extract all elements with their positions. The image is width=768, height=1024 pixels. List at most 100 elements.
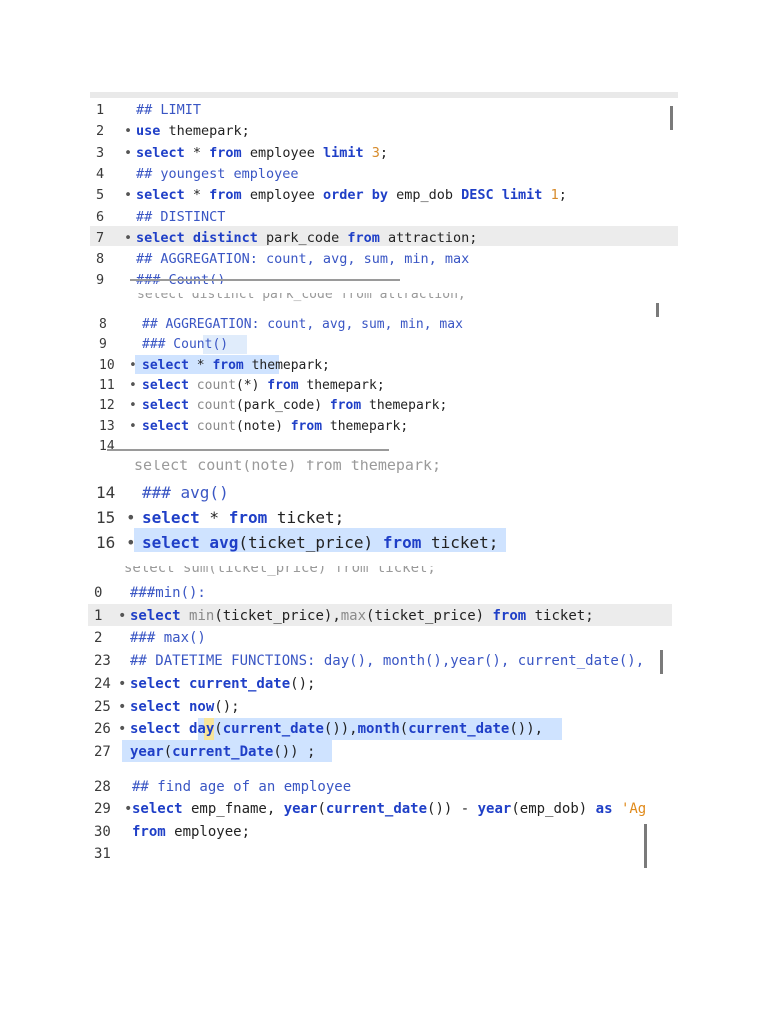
- code-line[interactable]: 1 ## LIMIT: [90, 100, 678, 121]
- code-token: (ticket_price): [366, 607, 493, 624]
- code-line[interactable]: 0###min():: [88, 582, 672, 605]
- code-token: limit: [322, 144, 364, 161]
- code-token: ## AGGREGATION: count, avg, sum, min, ma…: [136, 251, 470, 268]
- code-token: as: [595, 801, 613, 818]
- line-number: 13: [99, 418, 115, 434]
- code-line[interactable]: 28## find age of an employee: [88, 776, 652, 798]
- statement-marker: •: [124, 123, 133, 140]
- code-token: [542, 187, 550, 203]
- line-number: 31: [94, 845, 111, 862]
- code-lines-panel-2[interactable]: 8## AGGREGATION: count, avg, sum, min, m…: [93, 293, 665, 453]
- code-line[interactable]: 14### avg(): [90, 480, 510, 505]
- code-line[interactable]: 4## youngest employee: [90, 164, 678, 185]
- statement-marker: •: [118, 607, 127, 624]
- code-token: attraction;: [379, 229, 478, 246]
- code-token: select avg: [142, 533, 239, 552]
- code-line[interactable]: 12•select count(park_code) from themepar…: [93, 396, 665, 416]
- code-token: ()),: [323, 721, 358, 738]
- code-token: current_Date: [172, 743, 274, 760]
- code-line[interactable]: 15•select * from ticket;: [90, 505, 510, 530]
- line-number: 9: [96, 272, 105, 284]
- code-token: from: [382, 533, 422, 552]
- code-line[interactable]: 5•select * from employee order by emp_do…: [90, 185, 678, 206]
- code-token: employee;: [165, 823, 251, 840]
- code-token: ## DATETIME FUNCTIONS: day(), month(),ye…: [130, 653, 645, 670]
- code-line[interactable]: 9### Count(): [93, 335, 665, 355]
- code-line[interactable]: 1•select min(ticket_price),max(ticket_pr…: [88, 605, 672, 628]
- editor-panel-4[interactable]: select sum(ticket_price) from ticket; 0#…: [88, 566, 672, 770]
- code-token: themepark;: [243, 357, 330, 373]
- code-token: employee: [241, 187, 323, 204]
- code-line[interactable]: 6## DISTINCT: [90, 207, 678, 228]
- code-token: park_code: [257, 229, 348, 246]
- code-token: [364, 145, 372, 161]
- code-token: themepark;: [298, 377, 385, 393]
- code-token: ()) -: [427, 801, 478, 818]
- code-token: ;: [558, 187, 567, 204]
- code-token: from: [209, 187, 242, 204]
- scrollbar-horizontal[interactable]: [130, 279, 400, 281]
- code-lines-panel-4[interactable]: 0###min():1•select min(ticket_price),max…: [88, 566, 672, 770]
- code-token: from: [290, 418, 323, 434]
- line-number: 26: [94, 721, 111, 738]
- code-token: themepark;: [322, 418, 409, 434]
- code-line[interactable]: 7•select distinct park_code from attract…: [90, 228, 678, 249]
- line-number: 16: [96, 533, 116, 552]
- code-token: [189, 398, 197, 413]
- code-line[interactable]: 16•select avg(ticket_price) from ticket;: [90, 530, 510, 555]
- code-line[interactable]: 11•select count(*) from themepark;: [93, 376, 665, 396]
- code-lines-panel-3[interactable]: 14### avg()15•select * from ticket;16•se…: [90, 460, 510, 560]
- code-token: (note): [235, 418, 291, 434]
- code-token: ticket;: [421, 533, 499, 552]
- line-number: 1: [96, 102, 105, 118]
- code-line[interactable]: 8## AGGREGATION: count, avg, sum, min, m…: [93, 315, 665, 335]
- code-token: ## LIMIT: [136, 102, 202, 118]
- scrollbar-vertical[interactable]: [656, 303, 659, 317]
- editor-panel-3[interactable]: select count(note) from themepark; 14###…: [90, 460, 510, 560]
- statement-marker: •: [118, 698, 127, 715]
- scrollbar-vertical[interactable]: [644, 824, 647, 868]
- code-token: 3: [371, 144, 380, 161]
- editor-panel-2[interactable]: select distinct park_code from attractio…: [93, 293, 665, 453]
- code-token: themepark;: [361, 398, 448, 414]
- scrollbar-vertical[interactable]: [660, 650, 663, 674]
- code-token: from: [492, 607, 527, 624]
- scrollbar-horizontal[interactable]: [107, 449, 389, 451]
- line-number: 30: [94, 823, 111, 840]
- line-number: 6: [96, 208, 105, 225]
- code-line[interactable]: 31: [88, 843, 652, 865]
- code-line[interactable]: 25•select now();: [88, 696, 672, 719]
- line-number: 2: [96, 123, 105, 140]
- code-token: ()) ;: [273, 743, 316, 760]
- code-line[interactable]: 29•select emp_fname, year(current_date()…: [88, 798, 652, 820]
- code-line[interactable]: 13•select count(note) from themepark;: [93, 417, 665, 437]
- code-line[interactable]: 8## AGGREGATION: count, avg, sum, min, m…: [90, 249, 678, 270]
- line-number: 4: [96, 165, 105, 182]
- ghost-line: select sum(ticket_price) from ticket;: [124, 566, 436, 576]
- code-line[interactable]: 2•use themepark;: [90, 121, 678, 142]
- code-line[interactable]: 23## DATETIME FUNCTIONS: day(), month(),…: [88, 650, 672, 673]
- code-token: 1: [550, 187, 559, 204]
- code-token: select: [132, 801, 183, 818]
- code-token: ### avg(): [142, 483, 229, 502]
- code-token: ### Count(): [136, 272, 225, 284]
- code-token: [613, 801, 621, 817]
- code-line[interactable]: 2### max(): [88, 627, 672, 650]
- code-line[interactable]: 24•select current_date();: [88, 673, 672, 696]
- scrollbar-vertical[interactable]: [670, 106, 673, 130]
- code-token: count: [196, 377, 236, 393]
- line-number: 12: [99, 398, 115, 414]
- code-line[interactable]: 3•select * from employee limit 3;: [90, 143, 678, 164]
- code-line[interactable]: 10•select * from themepark;: [93, 356, 665, 376]
- code-line[interactable]: 9 ### Count(): [90, 270, 678, 284]
- code-line[interactable]: 26•select day(current_date()),month(curr…: [88, 718, 672, 741]
- code-token: select: [142, 377, 189, 393]
- code-token: select: [136, 187, 185, 204]
- code-token: (ticket_price),: [214, 607, 341, 624]
